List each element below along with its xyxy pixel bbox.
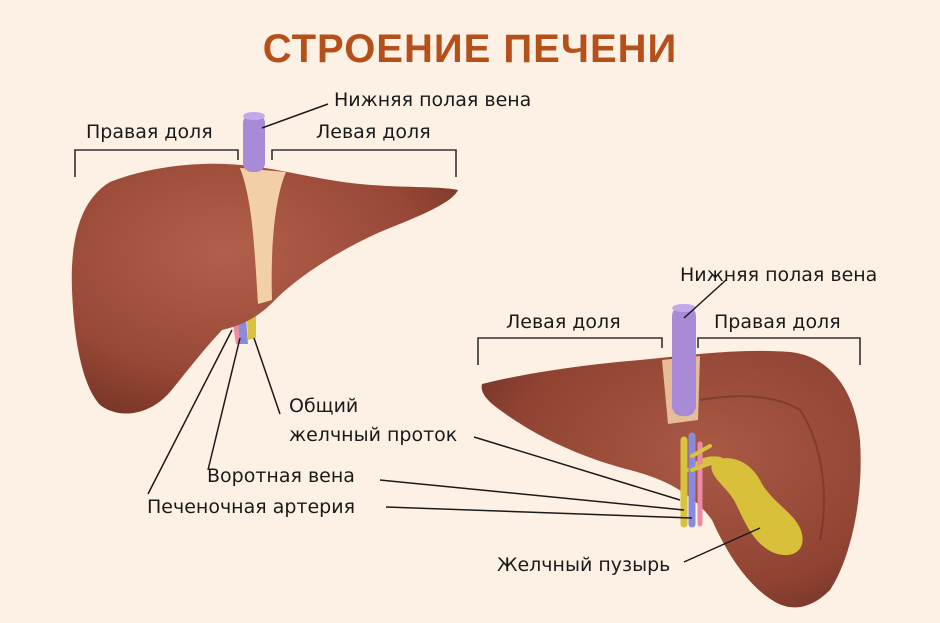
page-title: СТРОЕНИЕ ПЕЧЕНИ <box>263 27 678 71</box>
vena-cava-back <box>672 306 696 416</box>
hepatic-branches <box>690 444 716 472</box>
vena-cava-front <box>243 114 265 172</box>
label-left-lobe-back: Левая доля <box>506 311 621 333</box>
leader-bile-duct-front <box>253 337 281 415</box>
portal-vein-front <box>238 318 248 344</box>
label-bile-duct-front-2: желчный проток <box>289 424 457 446</box>
leader-ivc-back <box>683 279 727 319</box>
ligament-front <box>240 168 286 304</box>
vena-cava-back-opening <box>672 304 696 312</box>
left-lobe-bracket-back <box>477 337 663 365</box>
leader-portal-vein-back <box>379 479 685 511</box>
leader-ivc-front <box>261 103 329 129</box>
leader-lines <box>147 103 761 563</box>
label-portal-vein: Воротная вена <box>207 465 355 487</box>
liver-back-contour <box>699 395 825 541</box>
right-lobe-bracket <box>74 149 239 177</box>
leader-portal-vein-front <box>207 337 241 471</box>
label-ivc-back: Нижняя полая вена <box>680 264 877 286</box>
left-lobe-bracket <box>271 149 457 177</box>
front-view <box>71 112 458 414</box>
label-bile-duct-front-1: Общий <box>289 395 358 417</box>
gallbladder <box>711 458 803 556</box>
back-view <box>477 304 861 608</box>
vena-cava-front-opening <box>243 112 265 120</box>
label-hepatic-artery: Печеночная артерия <box>147 496 355 518</box>
leader-hepatic-artery-back <box>385 506 693 519</box>
label-right-lobe-front: Правая доля <box>86 121 213 143</box>
label-left-lobe-front: Левая доля <box>316 121 431 143</box>
right-lobe-bracket-back <box>697 337 861 365</box>
label-gallbladder: Желчный пузырь <box>497 554 670 576</box>
leader-bile-duct-back <box>473 436 681 501</box>
leader-hepatic-artery-front <box>147 329 233 495</box>
label-ivc-front: Нижняя полая вена <box>334 89 531 111</box>
label-right-lobe-back: Правая доля <box>714 311 841 333</box>
leader-gallbladder <box>683 527 761 563</box>
